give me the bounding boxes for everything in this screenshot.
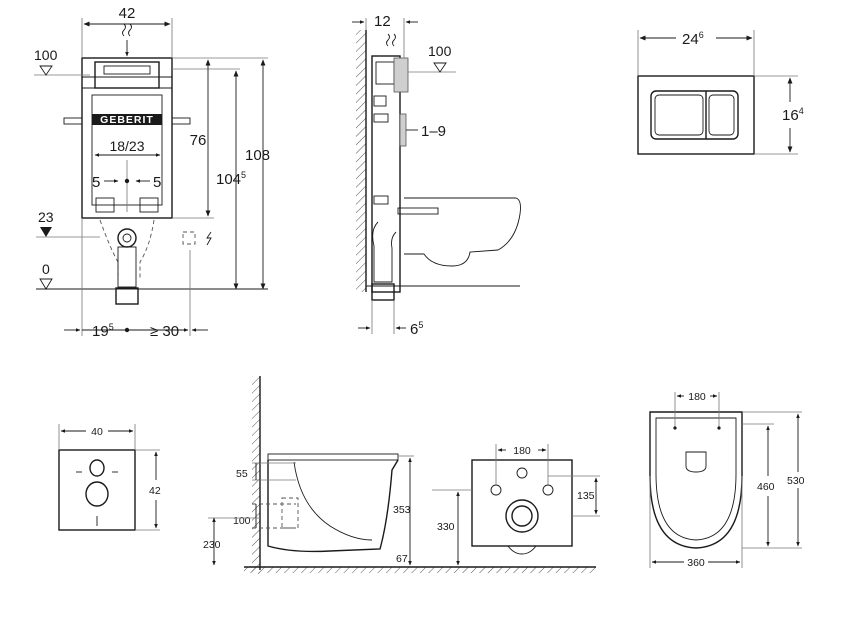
- wall-hatch: [356, 30, 366, 292]
- wc-top-outline: [649, 411, 743, 549]
- pad-hole-top: [89, 459, 105, 477]
- frame-front-view: GEBERIT 42 100 76 1045 108 18/23: [34, 5, 270, 340]
- dim-330-label: 330: [437, 521, 455, 533]
- drain-pipe: [117, 246, 137, 288]
- fixing-hole-right: [542, 484, 554, 496]
- dim-67-label: 67: [396, 553, 408, 565]
- electric-icon: [206, 231, 212, 246]
- side-fitting: [373, 195, 389, 205]
- dim-ge30-label: ≥ 30: [150, 323, 179, 340]
- outlet-ring: [505, 499, 539, 533]
- dim-18-23-label: 18/23: [109, 138, 144, 154]
- frame-outline: [81, 57, 173, 219]
- supply-connection: [393, 57, 409, 93]
- wc-back-outline: [471, 459, 573, 547]
- dim-5-left-label: 5: [92, 174, 100, 191]
- dim-19-label: 195: [92, 322, 114, 340]
- side-fitting: [373, 113, 389, 123]
- wc-outline: [404, 197, 521, 267]
- flush-plate-view: 246 164: [637, 30, 804, 155]
- dim-530-label: 530: [787, 475, 805, 487]
- brand-band: [92, 114, 162, 125]
- flush-valve: [103, 65, 151, 75]
- dim-135-label: 135: [577, 490, 595, 502]
- cistern-valve: [375, 61, 395, 85]
- actuator-plate-side: [399, 113, 407, 147]
- left-fitting: [95, 197, 115, 213]
- mounting-rod: [397, 207, 439, 215]
- level-100-label: 100: [428, 43, 452, 59]
- dim-1-9-label: 1–9: [421, 123, 446, 140]
- center-point: [124, 178, 130, 184]
- plate-width-label: 246: [682, 30, 704, 48]
- right-bracket: [171, 117, 191, 125]
- full-flush-button: [708, 94, 735, 136]
- side-fitting: [373, 95, 387, 107]
- right-fitting: [139, 197, 159, 213]
- brand-label: GEBERIT: [100, 114, 154, 126]
- half-flush-button: [654, 94, 704, 136]
- floor-hatch: [244, 567, 596, 573]
- dim-180-label: 180: [513, 445, 531, 457]
- dim-360-label: 360: [687, 557, 705, 569]
- plate-height-label: 164: [782, 106, 804, 124]
- drain-outlet: [371, 283, 395, 301]
- wc-top-view: 180 460 530 360: [649, 391, 805, 569]
- level-marker-icon: [433, 62, 447, 73]
- pad-outline: [58, 449, 136, 531]
- frame-profile: [371, 55, 401, 293]
- level-marker-icon: [39, 278, 53, 290]
- drain-bend-icon: [117, 228, 137, 248]
- drain-outlet: [115, 287, 139, 305]
- wc-rim-opening: [685, 451, 707, 473]
- frame-side-view: 12 100 1–9 65: [352, 13, 521, 338]
- level-23-label: 23: [38, 209, 54, 225]
- wc-back-foot: [507, 545, 537, 555]
- dim-460-label: 460: [757, 481, 775, 493]
- level-0-label: 0: [42, 261, 50, 277]
- dim-230-label: 230: [203, 539, 221, 551]
- dim-104-label: 1045: [216, 170, 246, 188]
- wc-side-view: 55 100 230 353 67: [203, 376, 596, 574]
- plate-outline: [637, 75, 755, 155]
- dim-108-label: 108: [245, 147, 270, 164]
- cistern-top: [94, 61, 160, 89]
- insulation-pad-view: 40 42: [58, 424, 161, 531]
- dim-6-label: 65: [410, 320, 423, 338]
- dim-180-label: 180: [688, 391, 706, 403]
- level-marker-icon: [40, 227, 52, 237]
- dim-width-label: 42: [119, 5, 136, 22]
- fixing-hole-left: [490, 484, 502, 496]
- left-bracket: [63, 117, 83, 125]
- drain-pipe: [372, 221, 397, 283]
- dim-55-label: 55: [236, 468, 248, 480]
- drain-socket: [281, 497, 299, 529]
- wc-back-view: 180 135 330: [432, 444, 600, 566]
- wc-inner-curve: [293, 461, 373, 541]
- pad-width-label: 40: [91, 426, 103, 438]
- dim-12-label: 12: [374, 13, 391, 30]
- dim-76-label: 76: [190, 132, 207, 149]
- wc-seat: [267, 453, 399, 461]
- socket-icon: [182, 231, 196, 245]
- dim-100-label: 100: [233, 515, 251, 527]
- outlet-pipe: [511, 505, 533, 527]
- dim-353-label: 353: [393, 504, 411, 516]
- water-supply-icon: [122, 23, 132, 37]
- level-100-label: 100: [34, 47, 58, 63]
- plate-button-frame: [650, 90, 739, 140]
- fixing-hole-top: [516, 467, 528, 479]
- wc-bowl: [267, 459, 399, 553]
- pad-height-label: 42: [149, 485, 161, 497]
- level-marker-icon: [39, 65, 53, 76]
- wc-seat-outline: [655, 417, 737, 541]
- pad-hole-main: [85, 481, 109, 507]
- dim-5-right-label: 5: [153, 174, 161, 191]
